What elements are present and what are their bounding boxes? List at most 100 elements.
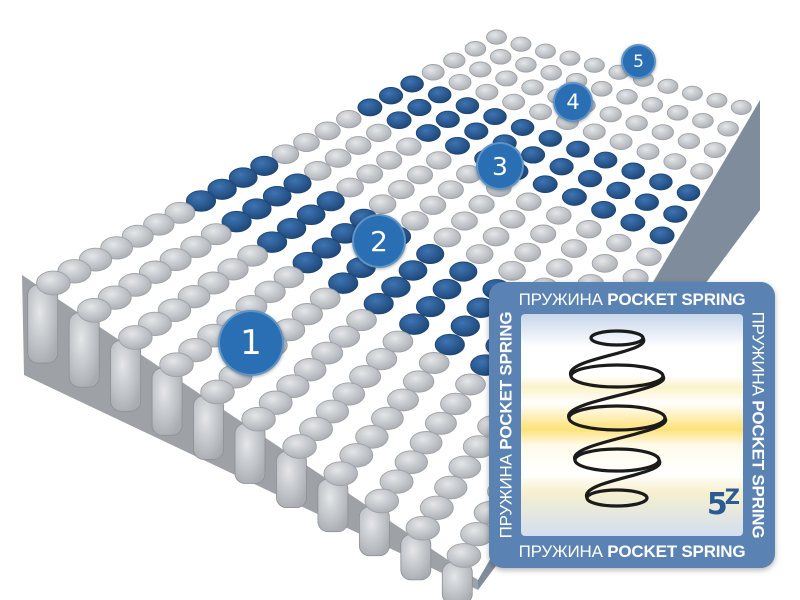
spring-pocket xyxy=(576,220,602,239)
spring-pocket xyxy=(164,201,196,224)
spring-pocket xyxy=(530,224,557,244)
spring-pocket xyxy=(450,315,480,337)
spring-pocket xyxy=(379,469,414,494)
spring-pocket xyxy=(499,209,526,229)
front-wall-pocket xyxy=(27,284,59,364)
spring-pocket xyxy=(510,36,532,52)
front-wall-pocket xyxy=(68,312,100,388)
spring-pocket xyxy=(427,86,452,104)
spring-pocket xyxy=(510,119,535,136)
spring-pocket xyxy=(443,52,466,69)
spring-pocket xyxy=(254,280,286,303)
spring-pocket xyxy=(649,226,675,245)
spring-pocket xyxy=(228,167,258,188)
5z-logo: 5Z xyxy=(706,485,740,522)
spring-pocket xyxy=(577,169,603,188)
spring-pocket xyxy=(345,136,372,155)
spring-pocket xyxy=(283,173,312,194)
spring-pocket xyxy=(357,98,383,117)
spring-pocket xyxy=(328,325,361,348)
spring-pocket xyxy=(448,73,472,91)
spring-pocket xyxy=(381,276,411,298)
spring-pocket xyxy=(475,83,499,101)
spring-pocket xyxy=(435,110,460,129)
pocket-spring-card: ПРУЖИНА POCKET SPRING ПРУЖИНА POCKET SPR… xyxy=(489,282,775,568)
spring-pocket xyxy=(717,120,739,137)
spring-pocket xyxy=(400,75,424,93)
spring-pocket xyxy=(663,153,687,170)
spring-pocket xyxy=(521,79,544,96)
spring-pocket xyxy=(386,111,412,130)
spring-pocket xyxy=(521,146,546,164)
front-wall-pocket xyxy=(151,367,183,436)
spring-pocket xyxy=(291,303,323,326)
spring-pocket xyxy=(364,488,400,514)
spring-pocket xyxy=(455,373,486,396)
spring-pocket xyxy=(314,121,341,141)
spring-pocket xyxy=(651,124,674,141)
spring-pocket xyxy=(469,61,492,78)
spring-pocket xyxy=(426,151,452,170)
spring-pocket xyxy=(282,434,317,459)
spring-pocket xyxy=(657,78,679,94)
spring-pocket xyxy=(445,136,470,155)
label-ru: ПРУЖИНА xyxy=(748,311,768,396)
spring-pocket xyxy=(271,144,300,165)
spring-pocket xyxy=(583,57,605,73)
spring-pocket xyxy=(309,287,341,310)
spring-pocket xyxy=(609,133,633,150)
card-label-right: ПРУЖИНА POCKET SPRING xyxy=(748,311,768,539)
coil-link xyxy=(569,336,646,378)
spring-pocket xyxy=(538,129,563,147)
spring-pocket xyxy=(346,309,377,332)
spring-pocket xyxy=(515,57,537,73)
spring-pocket xyxy=(324,148,352,168)
spring-pocket xyxy=(483,108,507,126)
coil-turn xyxy=(573,447,661,473)
spring-pocket xyxy=(599,106,622,123)
spring-pocket xyxy=(616,89,638,105)
card-label-top: ПРУЖИНА POCKET SPRING xyxy=(519,291,746,308)
spring-pocket xyxy=(681,85,703,101)
label-en: POCKET SPRING xyxy=(496,311,516,450)
spring-pocket xyxy=(304,161,332,181)
spring-pocket xyxy=(540,65,562,81)
spring-pocket xyxy=(399,313,430,335)
spring-pocket xyxy=(464,41,487,57)
spring-pocket xyxy=(376,150,403,170)
spring-pocket xyxy=(516,192,542,211)
spring-pocket xyxy=(468,195,495,214)
spring-pocket xyxy=(293,358,327,382)
spring-pocket xyxy=(418,352,450,374)
spring-pocket xyxy=(415,124,441,142)
spring-pocket xyxy=(316,191,345,212)
spring-pocket xyxy=(421,64,445,81)
spring-pocket xyxy=(402,370,435,393)
spring-pocket xyxy=(180,235,212,259)
spring-pocket xyxy=(591,254,618,273)
spring-pocket xyxy=(296,204,326,226)
zone-3-badge: 3 xyxy=(476,142,524,190)
spring-pocket xyxy=(200,223,232,246)
spring-pocket xyxy=(620,213,646,232)
spring-pocket xyxy=(276,374,310,399)
spring-pocket xyxy=(636,247,662,266)
spring-pocket xyxy=(529,103,553,121)
spring-pocket xyxy=(406,165,434,185)
spring-pocket xyxy=(262,185,292,207)
spring-pocket xyxy=(434,475,468,500)
spring-pocket xyxy=(486,29,507,45)
spring-pocket xyxy=(250,155,279,176)
label-ru: ПРУЖИНА xyxy=(518,290,603,309)
spring-pocket xyxy=(451,211,478,231)
spring-pocket xyxy=(634,193,659,211)
spring-pocket xyxy=(363,292,394,315)
spring-pocket xyxy=(419,495,454,520)
label-ru: ПРУЖИНА xyxy=(518,542,603,561)
spring-pocket xyxy=(606,181,631,200)
spring-pocket xyxy=(636,143,660,160)
spring-pocket xyxy=(455,97,480,115)
spring-pocket xyxy=(159,352,194,378)
spring-pocket xyxy=(258,390,293,415)
spring-pocket xyxy=(419,195,447,215)
